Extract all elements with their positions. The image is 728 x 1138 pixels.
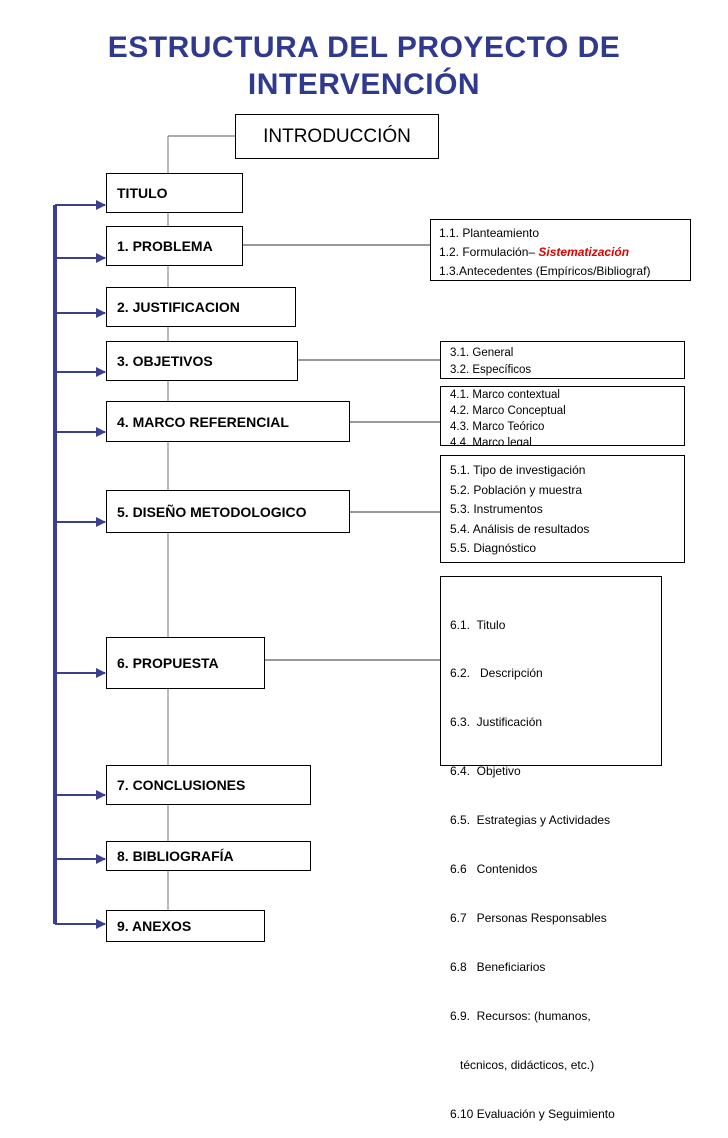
detail-propuesta-item: 6.6 Contenidos [450, 862, 538, 877]
section-conclusiones: 7. CONCLUSIONES [106, 765, 311, 805]
arrows [55, 200, 106, 929]
detail-propuesta-item: 6.3. Justificación [450, 715, 543, 730]
detail-problema-item: 1.3.Antecedentes (Empíricos/Bibliograf) [439, 264, 651, 278]
detail-diseno-item: 5.3. Instrumentos [450, 502, 543, 516]
section-bibliografia: 8. BIBLIOGRAFÍA [106, 841, 311, 871]
detail-connectors [243, 244, 440, 661]
detail-marco-item: 4.3. Marco Teórico [450, 421, 545, 433]
page-title-line2: INTERVENCIÓN [247, 68, 481, 101]
section-problema: 1. PROBLEMA [106, 226, 243, 266]
detail-problema-prefix: 1.2. Formulación– [439, 245, 539, 259]
detail-objetivos: 3.1. General 3.2. Específicos [440, 341, 685, 379]
detail-problema-item: 1.2. Formulación– Sistematización [439, 243, 690, 262]
section-titulo: TITULO [106, 173, 243, 213]
detail-diseno-item: 5.4. Análisis de resultados [450, 521, 590, 536]
detail-marco-item: 4.2. Marco Conceptual [450, 405, 566, 417]
intro-box: INTRODUCCIÓN [235, 114, 439, 159]
detail-propuesta-item: 6.8 Beneficiarios [450, 959, 546, 974]
detail-marco-item: 4.1. Marco contextual [450, 389, 560, 401]
detail-diseno-item: 5.1. Tipo de investigación [450, 463, 586, 477]
detail-diseno-item: 5.5. Diagnóstico [450, 541, 537, 555]
section-objetivos: 3. OBJETIVOS [106, 341, 298, 381]
detail-diseno-item: 5.2. Población y muestra [450, 482, 583, 497]
detail-objetivos-item: 3.2. Específicos [450, 364, 532, 376]
section-propuesta: 6. PROPUESTA [106, 637, 265, 689]
section-anexos: 9. ANEXOS [106, 910, 265, 942]
detail-diseno: 5.1. Tipo de investigación 5.2. Població… [440, 455, 685, 563]
detail-propuesta: 6.1. Titulo 6.2. Descripción 6.3. Justif… [440, 576, 662, 1121]
detail-marco-item: 4.4. Marco legal [450, 437, 532, 446]
detail-problema-item: 1.1. Planteamiento [439, 226, 540, 240]
detail-propuesta-item: 6.5. Estrategias y Actividades [450, 813, 611, 828]
section-justificacion: 2. JUSTIFICACION [106, 287, 296, 327]
section-diseno-metodologico: 5. DISEÑO METODOLOGICO [106, 490, 350, 533]
detail-marco: 4.1. Marco contextual 4.2. Marco Concept… [440, 386, 685, 446]
detail-propuesta-item: 6.2. Descripción [450, 666, 543, 681]
detail-propuesta-item: 6.9. Recursos: (humanos, [450, 1008, 591, 1023]
detail-propuesta-item: 6.1. Titulo [450, 617, 506, 632]
detail-propuesta-item: 6.7 Personas Responsables [450, 910, 607, 925]
section-marco-referencial: 4. MARCO REFERENCIAL [106, 401, 350, 442]
detail-propuesta-item: 6.4. Objetivo [450, 764, 521, 779]
detail-propuesta-item: técnicos, didácticos, etc.) [450, 1057, 595, 1072]
detail-objetivos-item: 3.1. General [450, 347, 514, 359]
highlight-sistematizacion: Sistematización [538, 245, 630, 259]
detail-propuesta-item: 6.10 Evaluación y Seguimiento [450, 1106, 615, 1121]
detail-problema: 1.1. Planteamiento 1.2. Formulación– Sis… [430, 219, 691, 281]
page-title-line1: ESTRUCTURA DEL PROYECTO DE [107, 31, 621, 64]
